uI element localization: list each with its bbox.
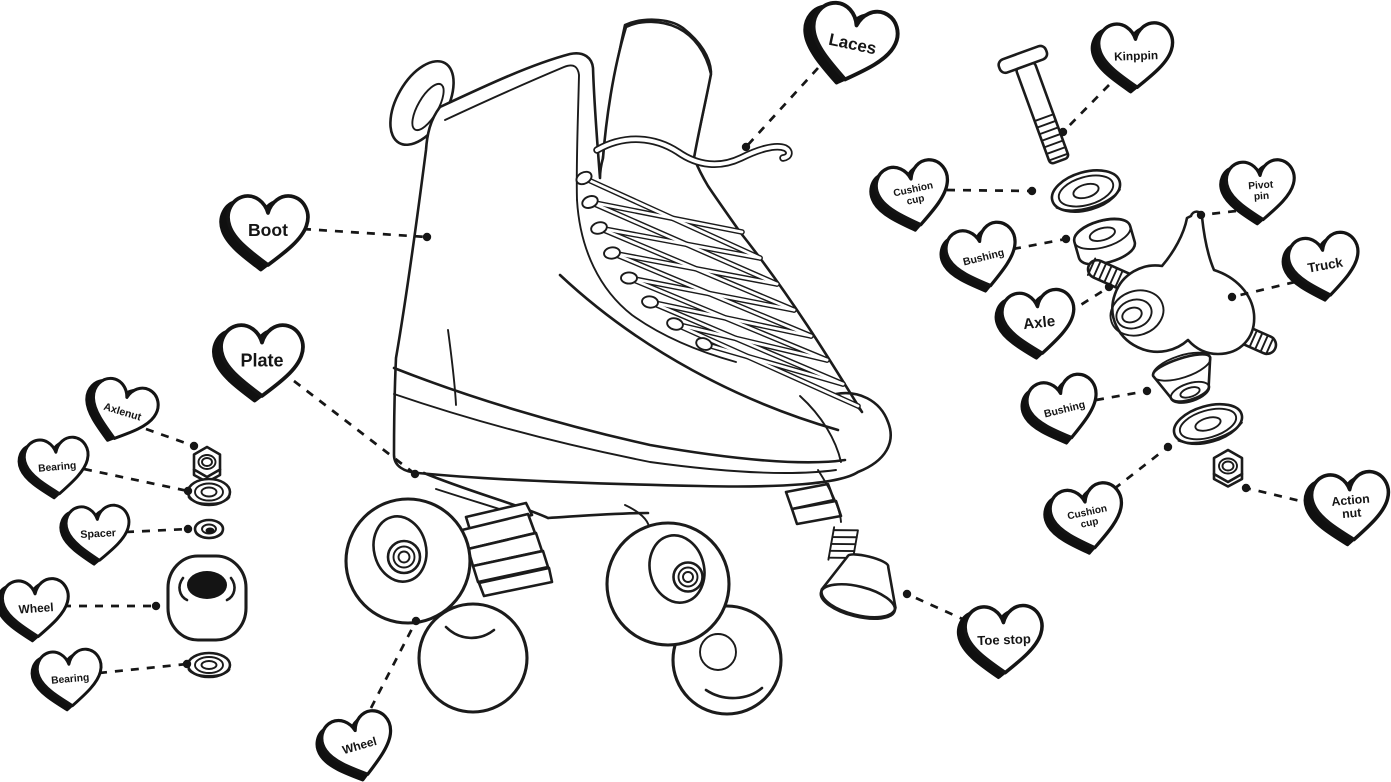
connector-boot — [302, 227, 432, 242]
bushing-part-bottom — [1151, 351, 1212, 404]
heart-label-text: Spacer — [80, 527, 116, 541]
bearing-part-top — [186, 477, 232, 507]
connector-bearing-top — [83, 467, 193, 496]
kingpin-part — [997, 44, 1070, 165]
heart-label-axle: Axle — [992, 286, 1080, 364]
heart-label-action-nut: Action nut — [1301, 468, 1391, 550]
heart-label-bearing-bottom: Bearing — [29, 646, 106, 715]
heart-label-bearing-top: Bearing — [16, 434, 93, 503]
bearing-part-bottom — [186, 651, 232, 679]
rear-wheel-drawing — [344, 497, 472, 625]
lace-crisscross — [581, 175, 861, 409]
heart-label-text: pin — [1254, 191, 1270, 203]
heart-label-kingpin: Kinppin — [1090, 20, 1176, 95]
roller-skate-illustration — [344, 18, 897, 716]
truck-exploded-parts — [997, 44, 1278, 488]
spacer-part — [193, 518, 225, 540]
heart-label-axlenut: Axlenut — [74, 372, 164, 452]
heart-label-toe-stop: Toe stop — [956, 603, 1046, 681]
heart-label-text: Truck — [1306, 255, 1344, 276]
connector-cushion-cup-upper — [946, 186, 1037, 196]
connector-wheel-bottom — [369, 616, 421, 709]
heart-label-text: Toe stop — [977, 631, 1031, 648]
heart-label-cushion-cup-lower: Cushion cup — [1039, 477, 1132, 563]
connector-axle — [1067, 282, 1114, 315]
heart-label-text: Bearing — [38, 460, 77, 474]
connector-toe-stop — [902, 589, 968, 623]
heart-label-text: Pivot — [1248, 179, 1274, 192]
heart-label-laces: Laces — [793, 0, 904, 94]
boot-drawing — [392, 20, 892, 488]
toe-stop-drawing — [817, 469, 897, 621]
connectors — [63, 67, 1314, 709]
connector-laces — [741, 67, 819, 152]
heart-label-boot: Boot — [219, 194, 310, 272]
heart-label-text: Plate — [240, 350, 283, 370]
connector-bushing-upper — [1012, 234, 1071, 251]
wheel-hub-part — [166, 554, 248, 642]
connector-bearing-bottom — [98, 659, 192, 675]
heart-label-wheel-bottom: Wheel — [311, 704, 403, 782]
heart-label-text: Kinppin — [1114, 48, 1158, 64]
truck-axle-part — [1086, 210, 1278, 356]
action-nut-part — [1212, 448, 1244, 488]
heart-label-spacer: Spacer — [58, 502, 133, 568]
eyelets — [575, 170, 713, 351]
connector-truck — [1227, 280, 1296, 302]
heart-label-text: cup — [1080, 516, 1100, 530]
trailing-lace — [593, 135, 793, 168]
heart-label-bushing-upper: Bushing — [935, 216, 1027, 302]
heart-label-text: Wheel — [18, 600, 54, 616]
connector-plate — [293, 379, 420, 479]
heart-label-cushion-cup-upper: Cushion cup — [865, 154, 958, 240]
heart-label-text: Boot — [248, 220, 288, 240]
plate-drawing — [422, 471, 843, 598]
heart-label-wheel-left: Wheel — [0, 576, 73, 645]
heart-label-pivot-pin: Pivot pin — [1218, 157, 1299, 228]
heart-label-text: Bearing — [51, 672, 90, 686]
front-truck-drawing — [784, 482, 843, 526]
connector-spacer — [125, 524, 193, 534]
connector-pivot-pin — [1196, 209, 1237, 220]
heart-label-text: Axle — [1022, 313, 1056, 333]
heart-label-text: cup — [906, 193, 926, 207]
heart-label-bushing-lower: Bushing — [1016, 368, 1108, 454]
connector-axlenut — [145, 427, 199, 451]
cushion-cup-washer-bottom-part — [1172, 402, 1244, 446]
heart-label-text: Action — [1331, 492, 1370, 509]
rear-far-wheel-drawing — [417, 602, 529, 714]
connector-bushing-lower — [1095, 386, 1152, 402]
wheel-exploded-parts — [166, 445, 248, 679]
truck-hanger-part — [1109, 210, 1256, 356]
connector-action-nut — [1241, 483, 1314, 506]
front-wheel-drawing — [605, 521, 731, 647]
heart-label-truck: Truck — [1278, 227, 1367, 308]
connector-kingpin — [1058, 84, 1110, 137]
heart-label-text: nut — [1342, 505, 1362, 521]
laces-drawing — [575, 135, 861, 409]
cushion-cup-washer-top-part — [1050, 169, 1122, 213]
heart-label-plate: Plate — [212, 323, 305, 403]
axle-nut-part — [192, 445, 222, 484]
connector-cushion-cup-lower — [1113, 442, 1173, 491]
rear-truck-cushion-stack — [460, 501, 554, 598]
connector-wheel-left — [63, 601, 161, 611]
